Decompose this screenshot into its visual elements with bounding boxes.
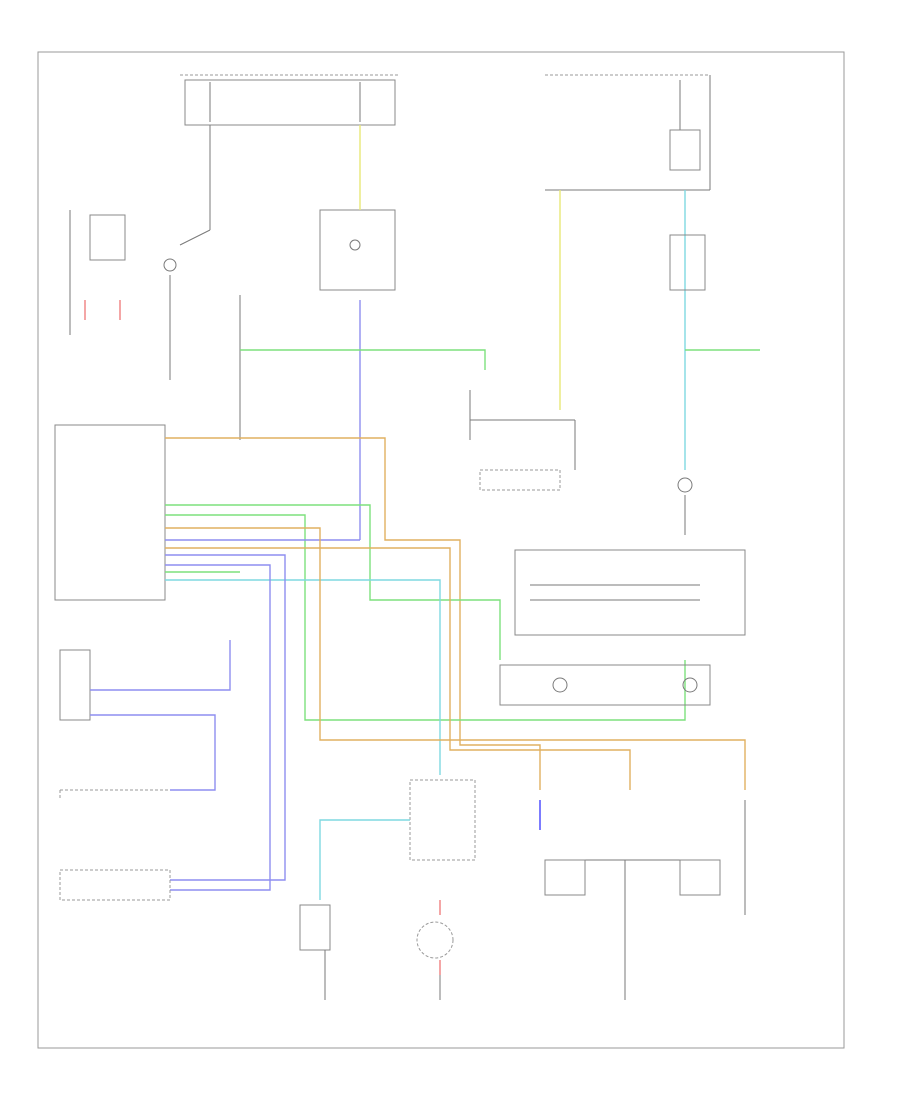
clockspring [499,664,711,706]
brake-switch-area [469,390,576,470]
inst-cluster [59,640,231,791]
cruise-relay [319,209,396,291]
wire-green-2 [165,504,501,660]
pcm-connector [409,779,476,861]
right-front-wheel-speed-sensor [544,859,721,1000]
transmission-module-box [669,234,706,291]
wire-cyan-2 [319,819,410,900]
wire-orange-2 [165,547,631,790]
wire-orange-top [165,437,541,790]
diagram-frame [37,51,845,1049]
left-front-wheel-speed-sensor [416,921,454,1000]
wire-green-mid [240,349,486,370]
data-link-connector [479,469,561,491]
wire-orange-3 [165,527,746,790]
wire-blue-2 [165,554,286,881]
wire-cyan-1 [165,579,441,775]
underhood-fuse-block [180,74,400,126]
cruise-control-module [54,424,170,601]
powertrain-control-module [59,869,171,901]
wire-blue-3 [165,564,271,891]
stop-lamp-switch-bottom [299,904,331,1000]
steering-wheel-switch [514,549,746,636]
wire-blue-cluster-2 [90,714,216,791]
vehicle-speed-sensor [59,789,170,800]
pass-compartment-fuse-block [545,74,711,190]
wire-blue-cluster [90,640,231,691]
wire-green-3 [165,514,686,721]
cruise-indicator-lamp [677,477,693,493]
stop-lamp-switch-area [69,125,241,440]
